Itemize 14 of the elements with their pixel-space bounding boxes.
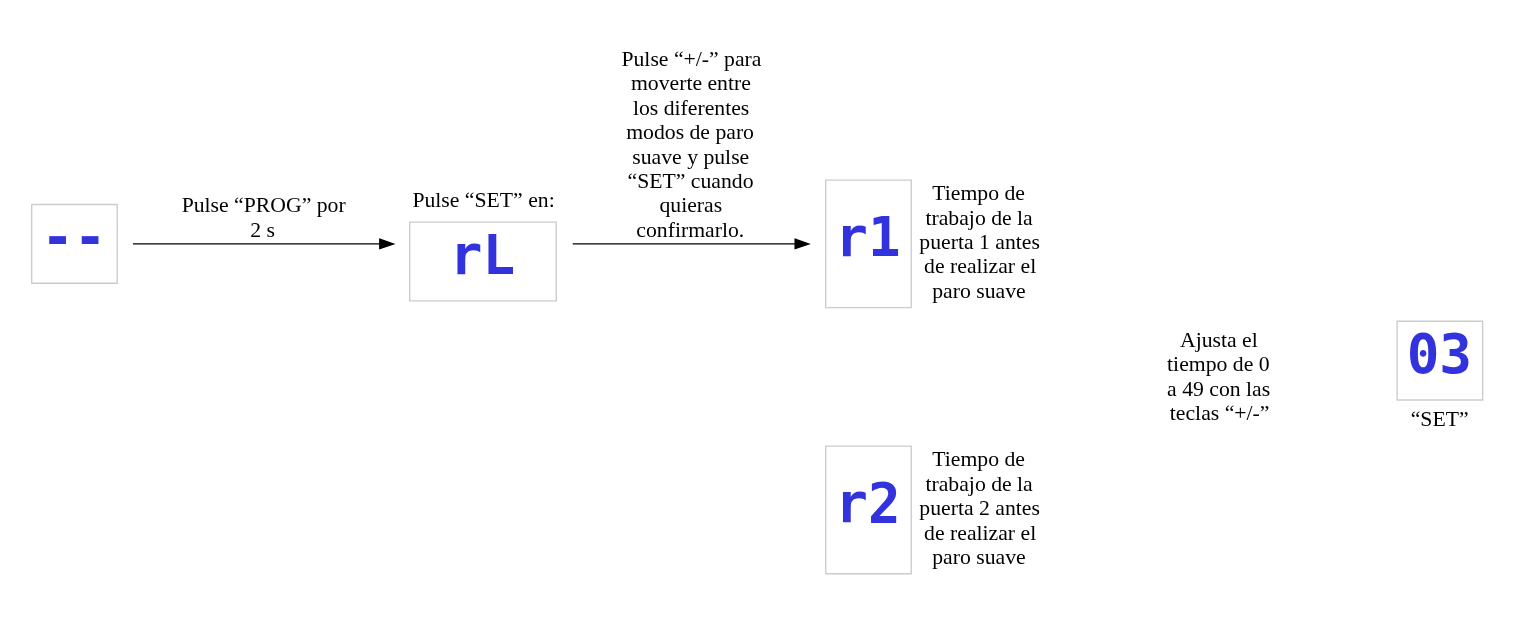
node-box: rL bbox=[409, 221, 557, 302]
edge-label: Pulse “PROG” por 2 s bbox=[181, 192, 346, 242]
arrow bbox=[132, 237, 396, 250]
edge-label: Pulse “+/-” para moverte entre los diferentes modos de paro suave y pulse “SET” cuando quieras confirmarlo. bbox=[621, 46, 762, 242]
node-box: r1 bbox=[825, 178, 912, 308]
node-label: Tiempo de trabajo de la puerta 2 antes de realizar el paro suave bbox=[919, 446, 1040, 569]
node-box: r2 bbox=[825, 444, 912, 574]
node-box: -- bbox=[31, 203, 118, 284]
node-label: Tiempo de trabajo de la puerta 1 antes de realizar el paro suave bbox=[919, 180, 1040, 303]
label: Ajusta el tiempo de 0 a 49 con las teclas “+/-” bbox=[1167, 327, 1271, 425]
node-box: 03 bbox=[1396, 320, 1484, 401]
arrow bbox=[572, 237, 811, 250]
node-label: Pulse “SET” en: bbox=[412, 187, 555, 212]
node-label: “SET” bbox=[1410, 405, 1469, 430]
